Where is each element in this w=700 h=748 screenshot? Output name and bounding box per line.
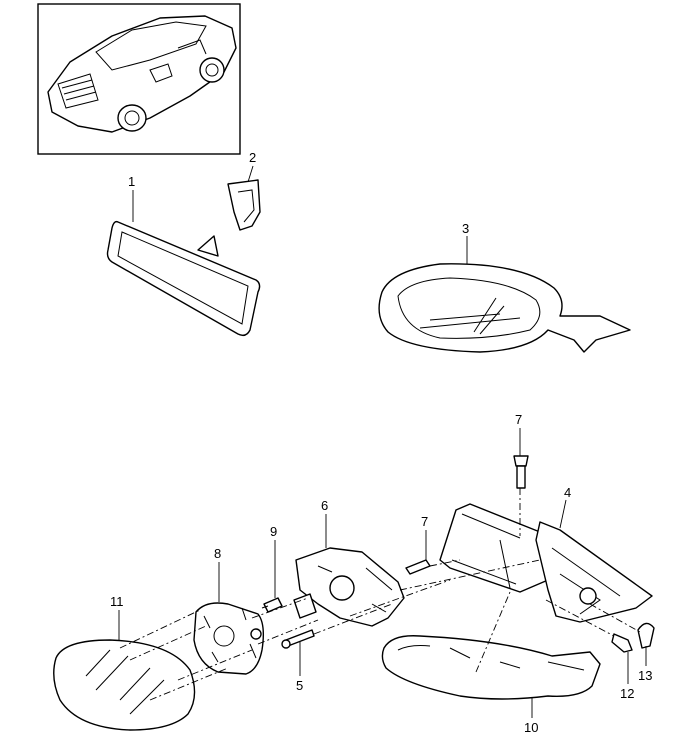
part-4-mirror-base: [535, 499, 653, 623]
part-10-lower-cover: [381, 635, 601, 718]
callout-13: 13: [638, 668, 652, 683]
callout-11: 11: [110, 594, 124, 609]
callout-7-lower: 7: [421, 514, 428, 529]
callout-3: 3: [462, 221, 469, 236]
callout-10: 10: [524, 720, 538, 735]
vehicle-inset: [37, 3, 241, 155]
callout-8: 8: [214, 546, 221, 561]
part-8-carrier-plate: [193, 562, 265, 675]
mirror-base-arm: [439, 503, 549, 593]
part-1-interior-mirror: [106, 190, 261, 337]
assembly-lines: [119, 488, 641, 701]
part-7-screw-lower: [405, 530, 431, 575]
part-12-screw: [611, 633, 633, 684]
part-3-mirror-housing: [378, 236, 631, 353]
callout-6: 6: [321, 498, 328, 513]
part-11-mirror-glass: [53, 610, 196, 731]
callout-12: 12: [620, 686, 634, 701]
part-9-screw: [261, 540, 283, 613]
part-6-drive-unit: [293, 514, 405, 627]
part-13-cap: [637, 622, 655, 666]
callout-2: 2: [249, 150, 256, 165]
callout-5: 5: [296, 678, 303, 693]
callout-1: 1: [128, 174, 135, 189]
part-5-screw: [281, 629, 315, 676]
callout-9: 9: [270, 524, 277, 539]
callout-7-upper: 7: [515, 412, 522, 427]
part-2-cover: [227, 165, 261, 231]
part-7-screw-upper: [513, 428, 529, 489]
callout-4: 4: [564, 485, 571, 500]
car-illustration: [47, 15, 237, 133]
